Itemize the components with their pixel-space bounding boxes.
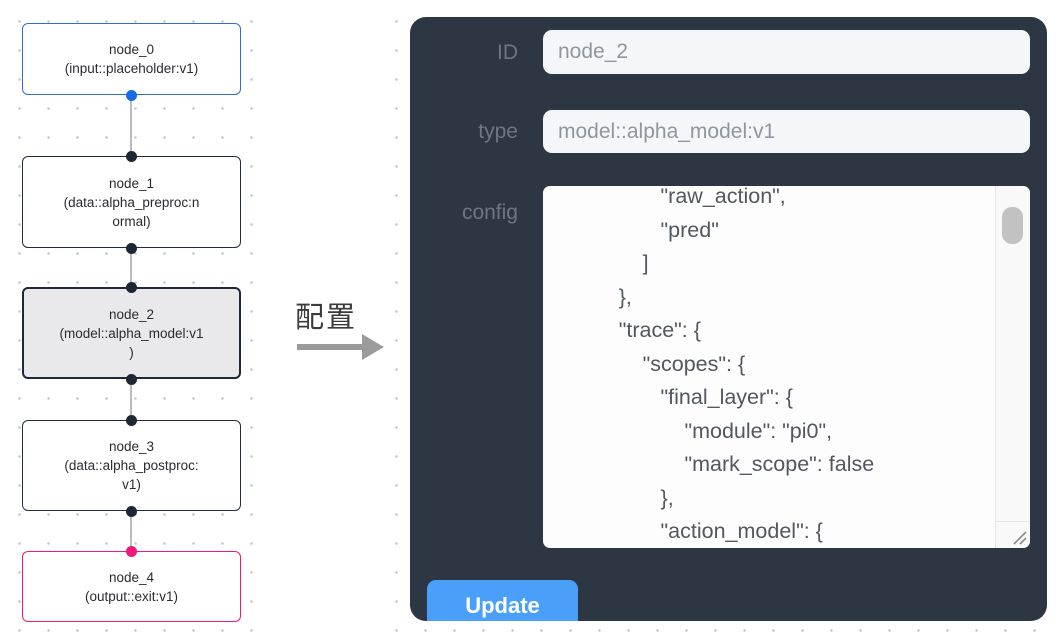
node-label: node_1: [108, 175, 155, 191]
type-field-label: type: [478, 120, 518, 143]
config-arrow-head-icon: [362, 334, 384, 360]
edge-node2-node3: [130, 379, 132, 420]
config-scrollbar-thumb[interactable]: [1002, 207, 1023, 244]
config-textarea[interactable]: "raw_action", "pred" ] }, "trace": { "sc…: [543, 186, 1030, 548]
handle-node2-source[interactable]: [126, 374, 137, 385]
handle-node0-source[interactable]: [126, 90, 137, 101]
flow-node-node_0[interactable]: node_0 (input::placeholder:v1): [22, 23, 241, 95]
config-field-label: config: [461, 201, 518, 224]
resize-grip-icon[interactable]: [1008, 526, 1028, 546]
config-annotation-label: 配置: [295, 302, 358, 334]
config-json-code[interactable]: "raw_action", "pred" ] }, "trace": { "sc…: [618, 186, 875, 543]
node-label: node_3: [108, 439, 155, 454]
node-type: (input::placeholder:v1): [64, 61, 199, 76]
edge-node0-node1: [130, 95, 132, 157]
id-field-label: ID: [497, 41, 518, 64]
handle-node3-source[interactable]: [126, 506, 137, 517]
config-arrow: [297, 344, 364, 350]
annotation-background: [266, 0, 390, 643]
handle-node1-target[interactable]: [126, 151, 137, 162]
edge-node3-node4: [130, 511, 132, 551]
handle-node1-source[interactable]: [126, 243, 137, 254]
config-scrollbar[interactable]: [995, 186, 1030, 548]
handle-node3-target[interactable]: [126, 415, 137, 426]
flow-node-node_1[interactable]: node_1 (data::alpha_preproc:n ormal): [22, 156, 241, 248]
node-type: (output::exit:v1): [84, 588, 179, 604]
node-type: (data::alpha_preproc:n: [63, 194, 200, 210]
flow-node-node_2-selected[interactable]: node_2 (model::alpha_model:v1 ): [22, 287, 241, 379]
node-type: ): [129, 344, 134, 360]
edge-node1-node2: [130, 248, 132, 287]
update-button[interactable]: Update: [427, 580, 578, 621]
node-label: node_2: [108, 306, 155, 322]
type-input[interactable]: [543, 110, 1030, 153]
node-type: v1): [122, 477, 141, 492]
flow-node-node_4[interactable]: node_4 (output::exit:v1): [22, 551, 241, 622]
id-input[interactable]: [543, 30, 1030, 74]
node-label: node_4: [108, 569, 155, 585]
handle-node2-target[interactable]: [126, 282, 137, 293]
node-type: (data::alpha_postproc:: [64, 458, 199, 473]
flow-node-node_3[interactable]: node_3 (data::alpha_postproc: v1): [22, 420, 241, 511]
handle-node4-target[interactable]: [126, 546, 137, 557]
node-config-panel: ID type config "raw_action", "pred" ] },…: [410, 17, 1047, 621]
node-type: ormal): [112, 213, 151, 229]
node-type: (model::alpha_model:v1: [59, 325, 204, 341]
node-label: node_0: [108, 42, 155, 57]
